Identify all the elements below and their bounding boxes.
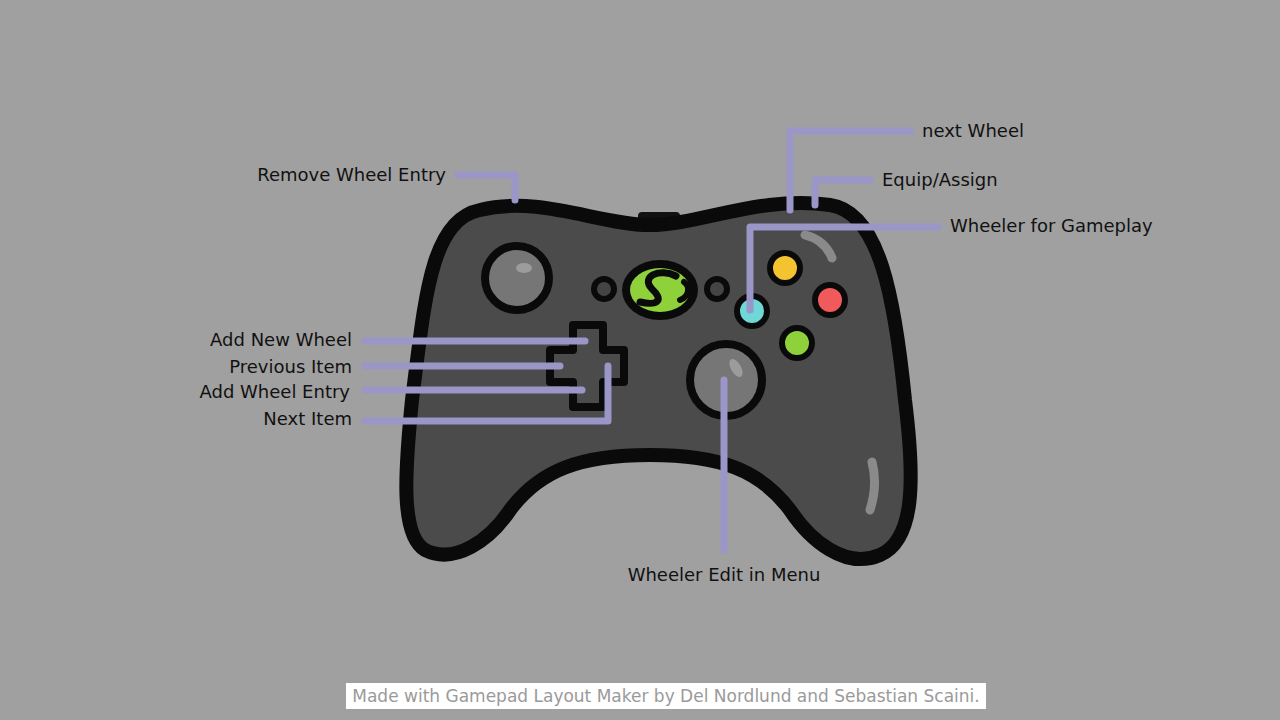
start-button [707, 279, 727, 299]
guide-button [622, 260, 698, 320]
leader-line [721, 380, 728, 550]
leader-line [815, 180, 870, 205]
callout-label: next Wheel [922, 120, 1024, 142]
shine [870, 462, 875, 510]
leader-line [365, 363, 560, 370]
leader-line [365, 338, 585, 345]
callout-label: Wheeler Edit in Menu [628, 564, 821, 586]
leader-lines [365, 131, 938, 550]
left-stick [485, 246, 549, 310]
callout-label: Next Item [263, 408, 352, 430]
callout-label: Equip/Assign [882, 169, 998, 191]
controller-shell [406, 203, 910, 559]
leader-line [365, 387, 582, 394]
leader-line [458, 175, 515, 200]
callout-label: Remove Wheel Entry [257, 164, 446, 186]
controller-body [406, 203, 910, 559]
back-button [594, 279, 614, 299]
shine [805, 235, 832, 258]
callout-label: Previous Item [229, 356, 352, 378]
caption-watermark: Made with Gamepad Layout Maker by Del No… [346, 683, 985, 709]
callout-label: Wheeler for Gameplay [950, 215, 1153, 237]
leader-line [750, 227, 938, 310]
callout-label: Add New Wheel [210, 329, 352, 351]
callout-label: Add Wheel Entry [199, 381, 350, 403]
leader-line [365, 366, 608, 421]
